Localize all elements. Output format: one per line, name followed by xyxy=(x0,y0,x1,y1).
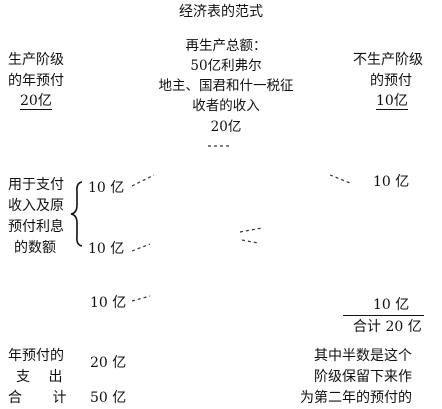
flow-line-lower-left xyxy=(131,243,151,252)
landlord-income-label-line2: 收者的收入 xyxy=(192,98,260,114)
retained-note-line2: 阶级保留下来作 xyxy=(314,369,412,385)
payment-label-line1: 用于支付 xyxy=(8,177,64,193)
reproduction-total-value: 50亿利弗尔 xyxy=(190,58,262,74)
payment-label-line3: 预付利息 xyxy=(8,219,64,235)
sterile-class-label-line1: 不生产阶级 xyxy=(353,52,423,68)
flow-line-cross-a xyxy=(239,227,263,233)
payment-label-line4: 的数额 xyxy=(14,240,56,256)
sterile-class-label-line2: 的预付 xyxy=(370,73,412,89)
sterile-class-advance: 10亿 xyxy=(376,93,408,110)
productive-class-label-line2: 的年预付 xyxy=(8,73,64,89)
flow-line-upper-right xyxy=(329,174,351,184)
flow-right-upper: 10 亿 xyxy=(373,174,410,190)
curly-brace xyxy=(70,181,83,247)
sterile-class-total: 合计 20 亿 xyxy=(353,319,422,335)
flow-left-third: 10 亿 xyxy=(90,295,127,311)
landlord-income-amount: 20亿 xyxy=(210,119,242,135)
flow-line-upper-left xyxy=(131,174,155,187)
landlord-income-label-line1: 地主、国君和什一税征 xyxy=(158,78,294,94)
flow-line-third-left xyxy=(131,295,151,302)
reproduction-total-label: 再生产总额： xyxy=(185,38,267,54)
productive-class-advance: 20亿 xyxy=(20,93,52,110)
flow-right-lower: 10 亿 xyxy=(373,297,410,313)
flow-left-lower: 10 亿 xyxy=(88,241,125,257)
total-divider xyxy=(343,315,424,316)
total-value: 50 亿 xyxy=(90,390,127,406)
payment-label-line2: 收入及原 xyxy=(8,198,64,214)
expense-label: 支 出 xyxy=(16,369,63,385)
retained-note-line1: 其中半数是这个 xyxy=(314,348,412,364)
annual-advance-value: 20 亿 xyxy=(90,355,127,371)
total-label: 合 计 xyxy=(8,390,67,406)
diagram-title: 经济表的范式 xyxy=(179,4,263,20)
annual-advance-label: 年预付的 xyxy=(8,348,64,364)
flow-lines xyxy=(131,145,351,302)
flow-line-cross-b xyxy=(241,239,259,244)
retained-note-line3: 为第二年的预付的 xyxy=(300,390,412,406)
flow-left-upper: 10 亿 xyxy=(88,180,125,196)
productive-class-label-line1: 生产阶级 xyxy=(8,52,64,68)
